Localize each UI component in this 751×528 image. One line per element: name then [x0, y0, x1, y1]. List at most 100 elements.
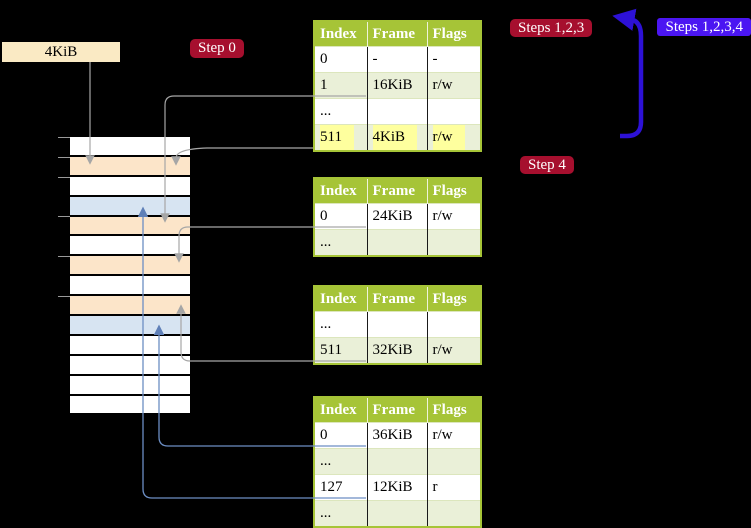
memory-tick — [58, 296, 70, 297]
cell-text: r/w — [432, 77, 453, 93]
table-cell: r — [427, 474, 481, 501]
table-cell: 511 — [314, 124, 368, 151]
column-header: Flags — [427, 178, 481, 204]
memory-row-5 — [70, 216, 190, 235]
table-cell: r/w — [427, 203, 481, 230]
column-header: Frame — [367, 286, 428, 312]
cell-text: - — [432, 51, 438, 67]
cell-text: 127 — [320, 479, 343, 495]
table-cell — [427, 500, 481, 527]
table-row: ... — [314, 98, 481, 125]
table-row: 127 12KiB r — [314, 474, 481, 501]
memory-row-3 — [70, 176, 190, 195]
table-row: 0 - - — [314, 46, 481, 73]
table-row: ... — [314, 229, 481, 256]
cell-text: 12KiB — [372, 479, 413, 495]
connector-table1-row511-to-memory — [171, 147, 313, 166]
cell-text: 1 — [320, 77, 328, 93]
cell-text: ... — [320, 316, 332, 332]
cell-text: r/w — [432, 208, 453, 224]
table-cell — [367, 98, 428, 125]
table-row: 511 32KiB r/w — [314, 337, 481, 364]
cell-text: 511 — [320, 342, 342, 358]
memory-tick — [58, 216, 70, 217]
cell-text: 24KiB — [372, 208, 413, 224]
cell-text: 16KiB — [372, 77, 413, 93]
table-cell: 12KiB — [367, 474, 428, 501]
cell-text: 32KiB — [372, 342, 413, 358]
memory-column — [70, 137, 190, 415]
table-cell: ... — [314, 229, 368, 256]
memory-row-9 — [70, 296, 190, 315]
memory-tick — [58, 177, 70, 178]
badge-step-4: Step 4 — [520, 156, 574, 174]
badge-steps-1-2-3: Steps 1,2,3 — [510, 19, 593, 37]
table-row: ... — [314, 448, 481, 475]
cell-text: ... — [320, 234, 332, 250]
badge-steps-1-2-3-4: Steps 1,2,3,4 — [657, 18, 751, 36]
table-row: 0 24KiB r/w — [314, 203, 481, 230]
memory-row-11 — [70, 335, 190, 354]
table-cell — [367, 448, 428, 475]
table-cell: 0 — [314, 46, 368, 73]
table-cell: 32KiB — [367, 337, 428, 364]
table-cell: 127 — [314, 474, 368, 501]
column-header: Index — [314, 286, 368, 312]
cell-text: 511 — [320, 125, 354, 150]
cell-text: 0 — [320, 427, 328, 443]
table-cell: ... — [314, 448, 368, 475]
memory-row-14 — [70, 395, 190, 414]
table-cell — [367, 311, 428, 338]
table-cell: - — [427, 46, 481, 73]
cell-text: 36KiB — [372, 427, 413, 443]
memory-row-13 — [70, 375, 190, 394]
table-cell — [427, 229, 481, 256]
cell-text: ... — [320, 505, 332, 521]
table-cell: 1 — [314, 72, 368, 99]
cell-text: ... — [320, 103, 332, 119]
cell-text: r/w — [432, 342, 453, 358]
table-cell: 4KiB — [367, 124, 428, 151]
memory-row-4 — [70, 196, 190, 215]
table-cell: r/w — [427, 422, 481, 449]
table-cell: 511 — [314, 337, 368, 364]
column-header: Flags — [427, 397, 481, 423]
cell-text: r/w — [432, 427, 453, 443]
cell-text: 0 — [320, 208, 328, 224]
column-header: Index — [314, 21, 368, 47]
table-cell: r/w — [427, 124, 481, 151]
cell-text: r — [432, 479, 438, 495]
column-header: Flags — [427, 21, 481, 47]
memory-row-10 — [70, 316, 190, 334]
table-cell — [427, 98, 481, 125]
table-cell: 24KiB — [367, 203, 428, 230]
memory-tick — [58, 256, 70, 257]
memory-row-7 — [70, 256, 190, 275]
table-cell: r/w — [427, 72, 481, 99]
cell-text: - — [372, 51, 378, 67]
memory-row-8 — [70, 276, 190, 295]
table-row: 0 36KiB r/w — [314, 422, 481, 449]
table-cell — [367, 500, 428, 527]
table-cell: r/w — [427, 337, 481, 364]
cell-text: 0 — [320, 51, 328, 67]
memory-tick — [58, 137, 70, 138]
memory-tick — [58, 157, 70, 158]
page-size-label: 4KiB — [2, 42, 120, 62]
table-cell: ... — [314, 311, 368, 338]
table-cell: 36KiB — [367, 422, 428, 449]
column-header: Frame — [367, 21, 428, 47]
table-cell — [427, 448, 481, 475]
arrow-steps-loop — [612, 8, 644, 139]
table-cell — [427, 311, 481, 338]
table-row: ... — [314, 311, 481, 338]
table-cell: ... — [314, 98, 368, 125]
